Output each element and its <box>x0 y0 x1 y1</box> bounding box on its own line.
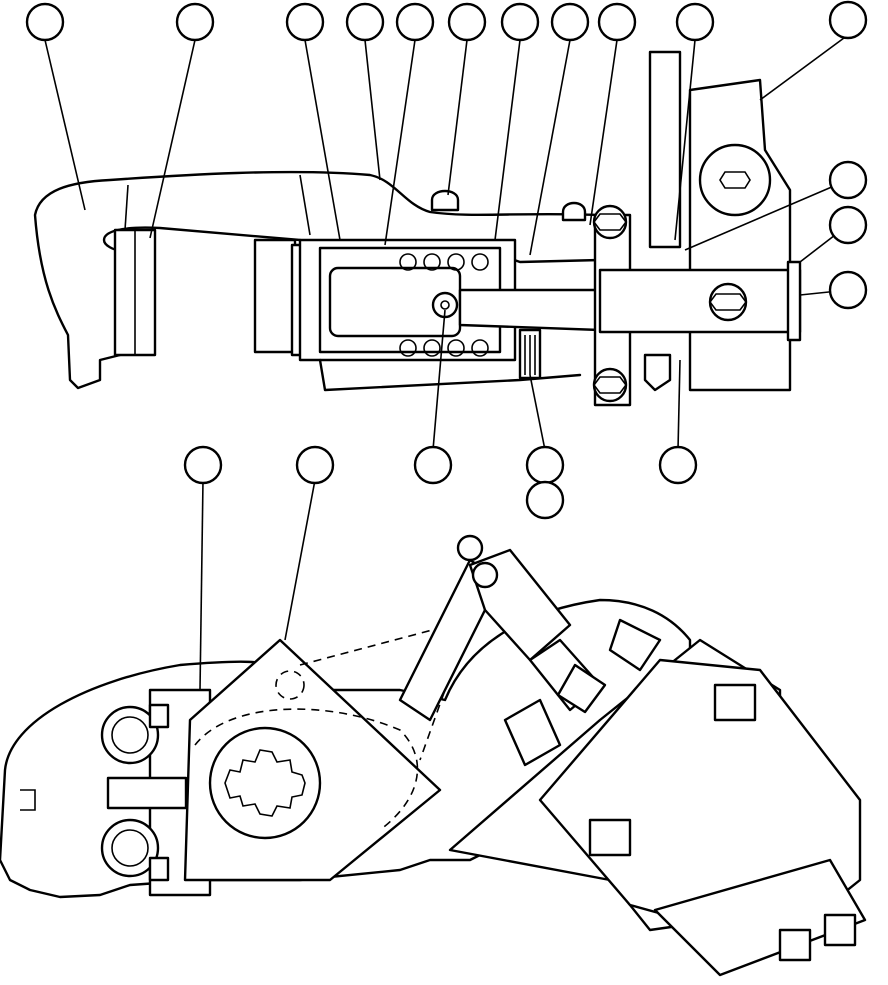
chamber-clamp-2 <box>588 818 632 857</box>
shaft-end-washer <box>786 260 802 342</box>
push-rod <box>648 50 682 249</box>
clevis-pin <box>456 534 484 562</box>
callout-circles <box>25 0 868 520</box>
callout-circle <box>183 445 223 485</box>
callout-circle <box>828 205 868 245</box>
clevis-pin-boss <box>698 143 772 217</box>
mount-nut-1 <box>608 618 662 672</box>
camshaft <box>458 288 602 332</box>
grease-fitting-2 <box>561 201 587 222</box>
callout-circle <box>597 2 637 42</box>
lock-nut <box>503 698 562 767</box>
end-cap-stud-2 <box>823 913 857 947</box>
callout-circle <box>525 445 565 485</box>
mount-boss-bottom <box>100 818 160 878</box>
clip <box>643 353 672 392</box>
end-cap-stud-1 <box>778 928 812 962</box>
callout-circle <box>525 480 565 520</box>
callout-circle <box>285 2 325 42</box>
bolt-head-2 <box>148 856 170 882</box>
chamber-end-cap <box>653 858 867 977</box>
bracket-bolt-top <box>592 204 628 240</box>
top-assembly-view <box>33 50 802 407</box>
grease-fitting-1 <box>430 189 460 212</box>
mount-nut-2 <box>556 663 607 714</box>
callout-circle <box>447 2 487 42</box>
callout-circle <box>413 445 453 485</box>
spline-hub <box>208 726 322 840</box>
shaft-nut <box>708 282 748 322</box>
spring-coils <box>399 253 489 357</box>
callout-circle <box>658 445 698 485</box>
callout-circle <box>828 270 868 310</box>
callout-circle <box>828 160 868 200</box>
chamber-clamp-1 <box>713 683 757 722</box>
bracket-bolt-bottom <box>592 367 628 403</box>
callout-circle <box>828 0 868 40</box>
callout-circle <box>295 445 335 485</box>
bottom-assembly-view <box>0 534 867 977</box>
callout-circle <box>550 2 590 42</box>
mount-boss-top <box>100 705 160 765</box>
callout-circle <box>25 2 65 42</box>
callout-circle <box>395 2 435 42</box>
callout-circle <box>345 2 385 42</box>
bolt-head-1 <box>148 703 170 729</box>
callout-circle <box>500 2 540 42</box>
callout-circle <box>175 2 215 42</box>
cross-shaft <box>598 268 802 334</box>
leader-lines <box>44 34 849 691</box>
clamp-bolt <box>106 776 188 810</box>
brake-pad-right <box>253 238 297 354</box>
cotter-pin <box>471 561 499 589</box>
slack-adjuster-top <box>688 78 792 392</box>
callout-circle <box>675 2 715 42</box>
